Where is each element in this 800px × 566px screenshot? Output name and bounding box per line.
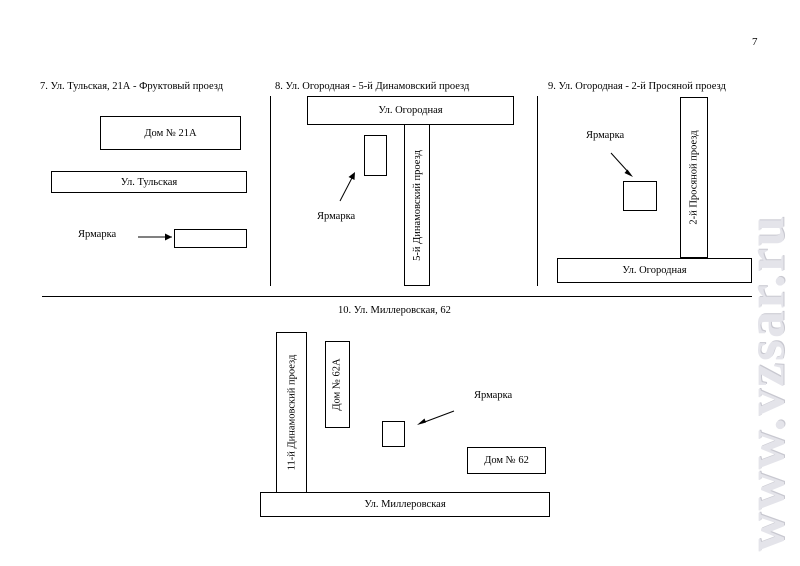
section9-side-street-label: 2-й Просяной проезд — [688, 130, 700, 225]
section10-title: 10. Ул. Миллеровская, 62 — [338, 305, 451, 316]
section8-fair-label: Ярмарка — [317, 211, 356, 222]
section9-arrow-icon — [610, 152, 633, 177]
section7-street-box: Ул. Тульская — [51, 171, 247, 193]
divider-8-9 — [537, 96, 538, 286]
section7-fair-label: Ярмарка — [78, 229, 117, 240]
section8-title: 8. Ул. Огородная - 5-й Динамовский проез… — [275, 81, 470, 92]
section7-house-label: Дом № 21А — [144, 127, 197, 139]
section10-house-label: Дом № 62 — [484, 455, 529, 466]
section9-street-box: Ул. Огородная — [557, 258, 752, 283]
section9-fair-box — [623, 181, 657, 211]
section10-side-street-label: 11-й Динамовский проезд — [286, 354, 298, 471]
section-divider — [42, 296, 752, 297]
section9-fair-label: Ярмарка — [586, 130, 625, 141]
section10-fair-label: Ярмарка — [474, 390, 513, 401]
section8-side-street-box: 5-й Динамовский проезд — [404, 124, 430, 286]
page-number: 7 — [752, 36, 758, 48]
section10-house-a-label: Дом № 62А — [332, 358, 343, 411]
section10-street-label: Ул. Миллеровская — [364, 499, 446, 510]
section8-side-street-label: 5-й Динамовский проезд — [411, 149, 423, 261]
section10-arrow-icon — [417, 410, 455, 425]
section10-house-a-box: Дом № 62А — [325, 341, 350, 428]
section9-side-street-box: 2-й Просяной проезд — [680, 97, 708, 258]
section10-side-street-box: 11-й Динамовский проезд — [276, 332, 307, 493]
section7-fair-box — [174, 229, 247, 248]
section8-fair-box — [364, 135, 387, 176]
section9-street-label: Ул. Огородная — [622, 265, 687, 276]
section8-street-label: Ул. Огородная — [378, 105, 443, 116]
section7-street-label: Ул. Тульская — [120, 176, 178, 188]
section10-house-box: Дом № 62 — [467, 447, 546, 474]
divider-7-8 — [270, 96, 271, 286]
section10-fair-box — [382, 421, 405, 447]
section7-arrow-icon — [138, 233, 172, 241]
section7-house-box: Дом № 21А — [100, 116, 241, 150]
section8-street-box: Ул. Огородная — [307, 96, 514, 125]
section10-street-box: Ул. Миллеровская — [260, 492, 550, 517]
watermark: www.vzsar.ru — [735, 200, 795, 566]
section8-arrow-icon — [339, 172, 355, 202]
section9-title: 9. Ул. Огородная - 2-й Просяной проезд — [548, 81, 726, 92]
section7-title: 7. Ул. Тульская, 21А - Фруктовый проезд — [40, 81, 224, 92]
